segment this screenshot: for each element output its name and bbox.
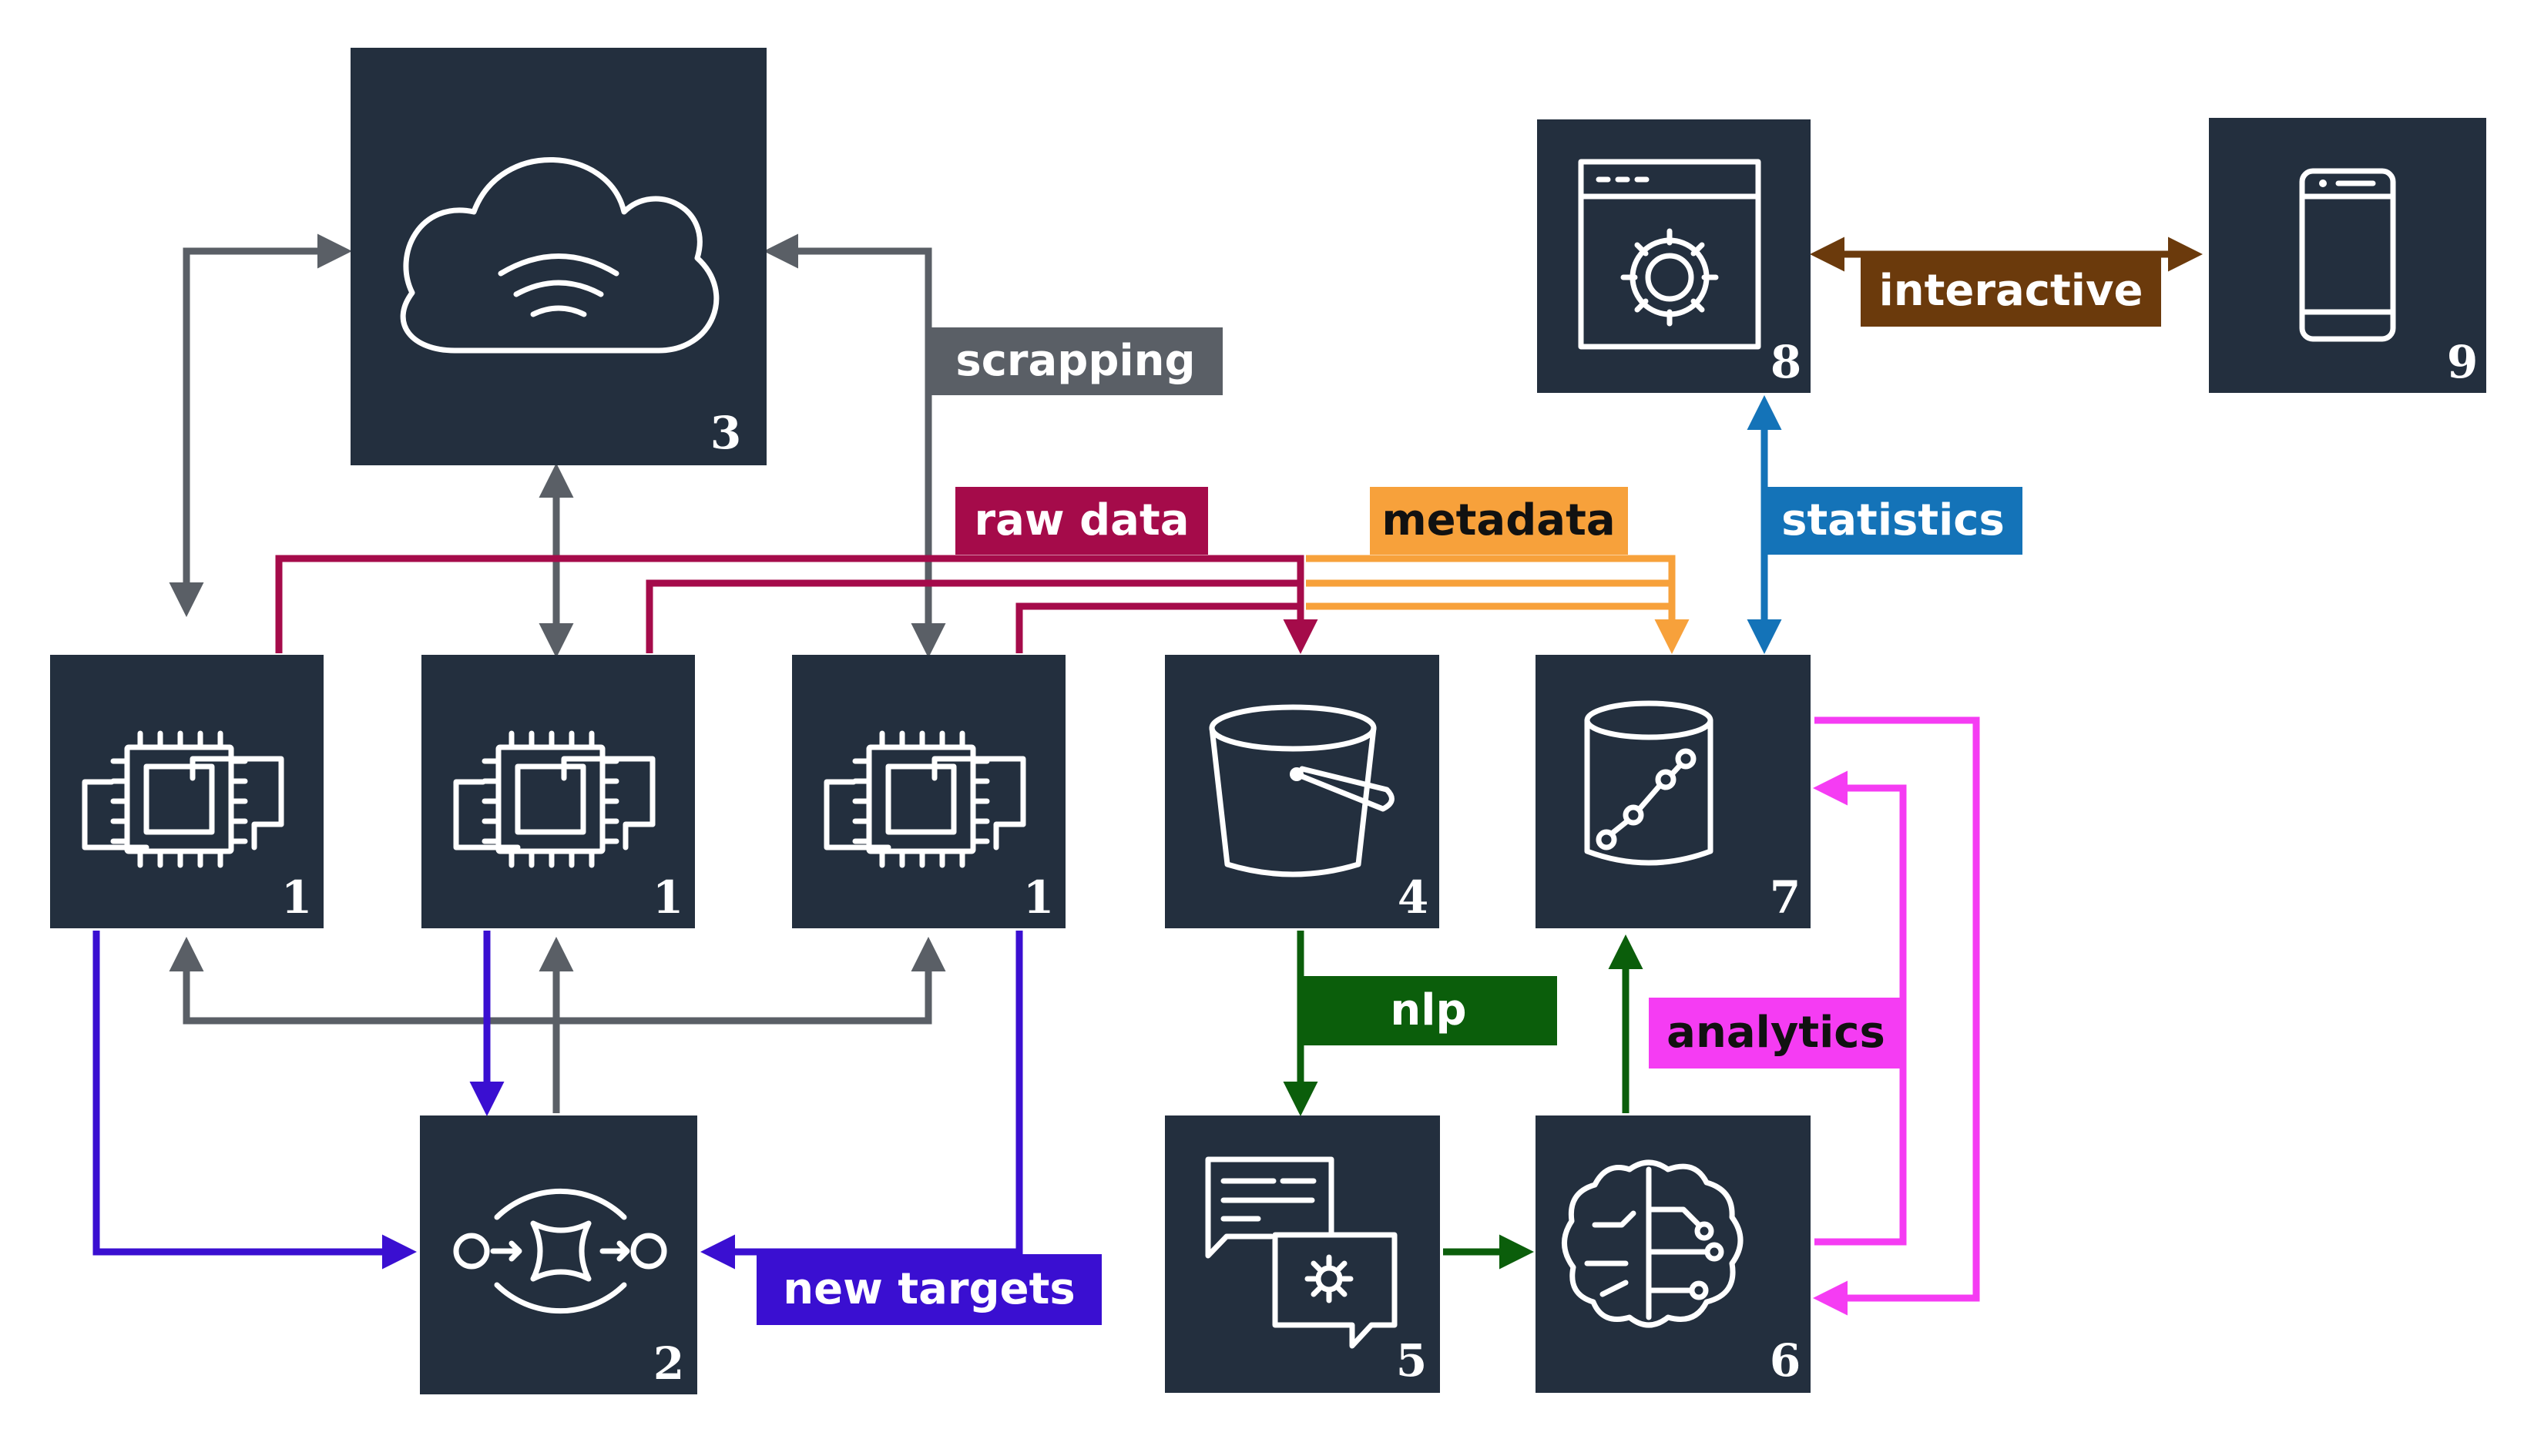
message-queue-icon (453, 1188, 667, 1314)
svg-text:9: 9 (2447, 336, 2478, 388)
node-2-queue: 2 (420, 1115, 697, 1394)
svg-text:4: 4 (1398, 871, 1428, 924)
machine-learning-brain-icon (1562, 1159, 1744, 1328)
svg-text:3: 3 (710, 407, 741, 459)
svg-text:5: 5 (1396, 1334, 1427, 1387)
label-metadata: metadata (1370, 487, 1628, 555)
label-nlp: nlp (1301, 976, 1557, 1045)
svg-text:1: 1 (653, 871, 683, 924)
cloud-wifi-icon (400, 156, 720, 354)
node-6-machine-learning: 6 (1536, 1115, 1811, 1393)
svg-text:raw data: raw data (974, 495, 1189, 545)
connector-analytics-outer (1813, 716, 1980, 1316)
node-1-compute-b: 1 (421, 655, 695, 928)
connector-new-targets-1c (700, 931, 1023, 1270)
node-1-compute-c: 1 (792, 655, 1066, 928)
svg-text:6: 6 (1770, 1334, 1801, 1387)
node-4-storage: 4 (1165, 655, 1439, 928)
label-statistics: statistics (1764, 487, 2022, 555)
svg-text:1: 1 (281, 871, 312, 924)
node-7-analytics-db: 7 (1536, 655, 1811, 928)
node-9-mobile-client: 9 (2209, 118, 2486, 393)
connector-new-targets-1a (92, 931, 417, 1270)
node-3-cloud-service: 3 (351, 48, 767, 465)
svg-text:scrapping: scrapping (955, 336, 1195, 386)
app-settings-window-icon (1578, 159, 1761, 350)
connector-1a-3 (169, 233, 352, 617)
svg-text:analytics: analytics (1666, 1008, 1885, 1058)
storage-bucket-icon (1209, 704, 1395, 877)
svg-text:1: 1 (1023, 871, 1054, 924)
svg-text:2: 2 (653, 1337, 684, 1390)
svg-text:statistics: statistics (1781, 495, 2005, 545)
mobile-phone-icon (2299, 168, 2396, 342)
label-interactive: interactive (1861, 256, 2161, 327)
svg-text:7: 7 (1770, 871, 1801, 924)
node-8-app-config: 8 (1537, 119, 1811, 393)
node-1-compute-a: 1 (50, 655, 324, 928)
connector-3-1c-scrapping (764, 233, 946, 658)
connector-raw-data-1c (1015, 602, 1301, 653)
svg-text:metadata: metadata (1381, 495, 1615, 545)
connector-metadata-1 (1306, 555, 1690, 654)
nlp-comprehend-icon (1205, 1156, 1398, 1349)
label-analytics: analytics (1649, 998, 1903, 1069)
label-new-targets: new targets (757, 1254, 1102, 1325)
analytics-database-icon (1584, 700, 1713, 866)
label-scrapping: scrapping (928, 327, 1223, 395)
svg-text:interactive: interactive (1879, 266, 2143, 316)
svg-text:8: 8 (1770, 336, 1801, 388)
label-raw-data: raw data (955, 487, 1208, 555)
svg-text:new targets: new targets (783, 1264, 1075, 1314)
node-5-nlp-service: 5 (1165, 1115, 1440, 1393)
svg-text:nlp: nlp (1390, 985, 1466, 1035)
connector-raw-data-1b (646, 579, 1301, 653)
